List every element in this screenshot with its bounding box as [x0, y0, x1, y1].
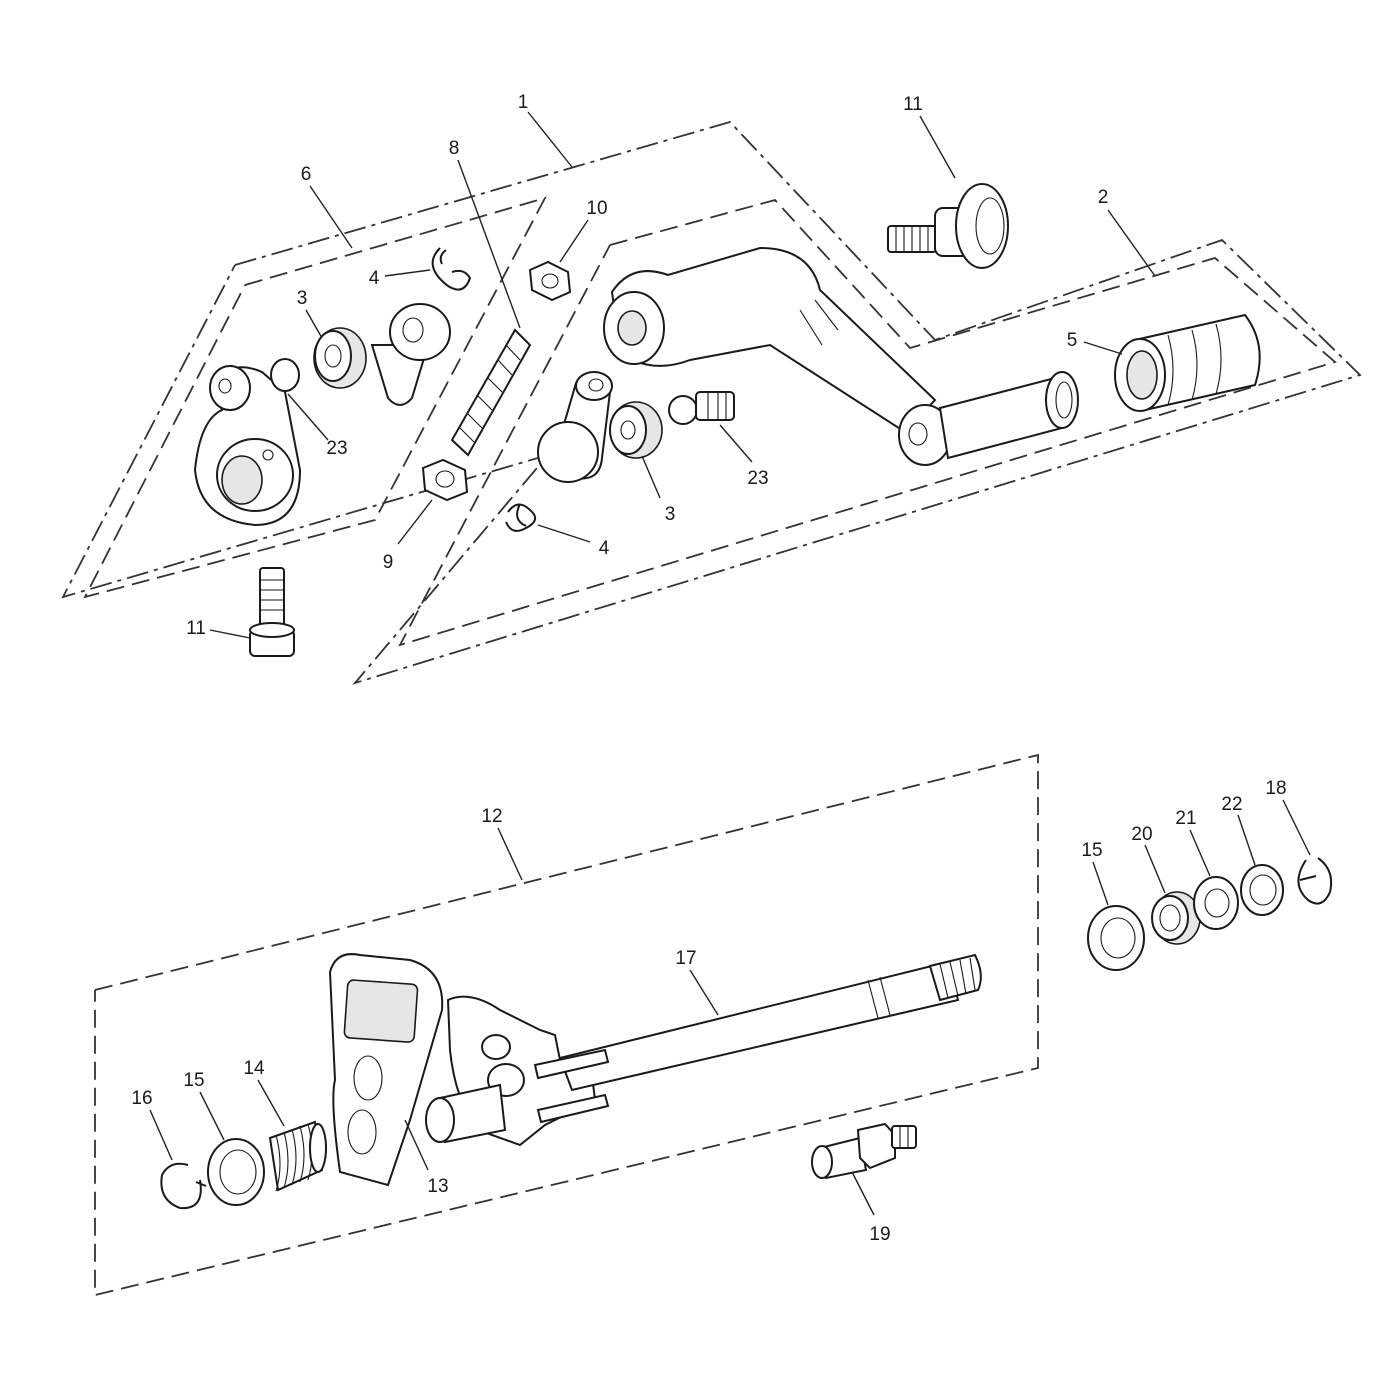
collar-3-left: [313, 327, 367, 389]
assembly-2-outline: [398, 198, 1337, 647]
callout-19: 19: [869, 1224, 890, 1245]
callout-3-center: 3: [665, 504, 676, 525]
callout-5: 5: [1067, 330, 1078, 351]
leader-21: [1189, 829, 1211, 877]
clip-4-lower: [505, 503, 537, 532]
callout-17: 17: [675, 948, 696, 969]
callout-10: 10: [586, 198, 607, 219]
leader-5: [1083, 341, 1123, 355]
callout-14: 14: [243, 1058, 265, 1079]
leader-11a: [919, 115, 956, 179]
arm-6: [193, 358, 302, 527]
callout-3-left: 3: [297, 288, 308, 309]
leader-6: [309, 185, 353, 249]
callout-15-right: 15: [1081, 840, 1102, 861]
leader-lines: [149, 111, 1311, 1216]
callout-8: 8: [449, 138, 460, 159]
group-boundaries: [61, 120, 1362, 1297]
leader-15a: [199, 1091, 225, 1141]
leader-23b: [719, 424, 753, 463]
circlip-18: [1297, 857, 1333, 905]
callout-4-upper: 4: [369, 268, 380, 289]
callout-2: 2: [1098, 187, 1109, 208]
leader-17: [689, 969, 719, 1016]
leader-22: [1237, 814, 1256, 866]
callout-21: 21: [1175, 808, 1196, 829]
leader-8: [457, 159, 521, 329]
callout-1: 1: [518, 92, 529, 113]
callout-11-upper: 11: [903, 94, 923, 115]
clip-4-upper: [431, 247, 472, 291]
leader-23a: [287, 393, 329, 441]
gear-lever-2: [603, 246, 1079, 466]
assembly-1-outline: [61, 120, 1362, 685]
washer-15-left: [207, 1138, 265, 1206]
washer-15-right: [1087, 905, 1145, 971]
leader-4b: [537, 524, 591, 543]
washer-22: [1240, 864, 1284, 916]
callout-9: 9: [383, 552, 394, 573]
leader-20: [1144, 844, 1166, 894]
leader-3a: [305, 309, 323, 339]
selector-plate-13: [328, 953, 444, 1187]
leader-14: [257, 1079, 285, 1127]
stud-8: [450, 328, 532, 457]
leader-18: [1282, 799, 1311, 856]
callout-labels: 1 2 3 3 4 4 5 6 8 9 10 11 11 12 13 14 15…: [131, 92, 1286, 1245]
leader-15b: [1092, 861, 1109, 906]
pin-19: [811, 1122, 917, 1180]
leader-10: [559, 219, 589, 263]
spring-14: [268, 1120, 327, 1192]
leader-19: [851, 1171, 875, 1216]
ball-socket-left: [370, 303, 451, 406]
ball-socket-center: [537, 371, 613, 483]
footpeg-rubber-5: [1114, 313, 1261, 412]
leader-1: [527, 111, 573, 168]
assembly-6-outline: [83, 196, 547, 599]
screw-11-upper: [887, 183, 1009, 269]
callout-20: 20: [1131, 824, 1152, 845]
leader-9: [397, 499, 433, 545]
circlip-16: [160, 1162, 207, 1210]
assembly-12-outline: [94, 753, 1039, 1297]
selector-shaft-17: [425, 953, 982, 1147]
bush-20: [1151, 891, 1201, 945]
callout-6: 6: [301, 164, 312, 185]
leader-4a: [384, 269, 431, 277]
callout-23-center: 23: [747, 468, 768, 489]
leader-12: [497, 827, 523, 881]
collar-3-center: [609, 401, 663, 459]
callout-13: 13: [427, 1176, 448, 1197]
leader-11b: [209, 629, 251, 639]
callout-18: 18: [1265, 778, 1286, 799]
callout-4-lower: 4: [599, 538, 610, 559]
callout-22: 22: [1221, 794, 1242, 815]
nut-9: [421, 458, 469, 502]
callout-12: 12: [481, 806, 502, 827]
leader-16: [149, 1109, 173, 1161]
leader-2: [1107, 209, 1156, 277]
callout-16: 16: [131, 1088, 152, 1109]
callout-23-left: 23: [326, 438, 347, 459]
leader-13: [404, 1119, 429, 1171]
washer-21: [1193, 876, 1239, 930]
nut-10: [528, 260, 572, 302]
screw-11-lower: [249, 567, 295, 657]
leader-3b: [641, 455, 661, 499]
part-drawings: [160, 183, 1333, 1210]
callout-11-lower: 11: [186, 618, 206, 639]
callout-15-left: 15: [183, 1070, 204, 1091]
ball-stud-23-center: [668, 391, 735, 425]
